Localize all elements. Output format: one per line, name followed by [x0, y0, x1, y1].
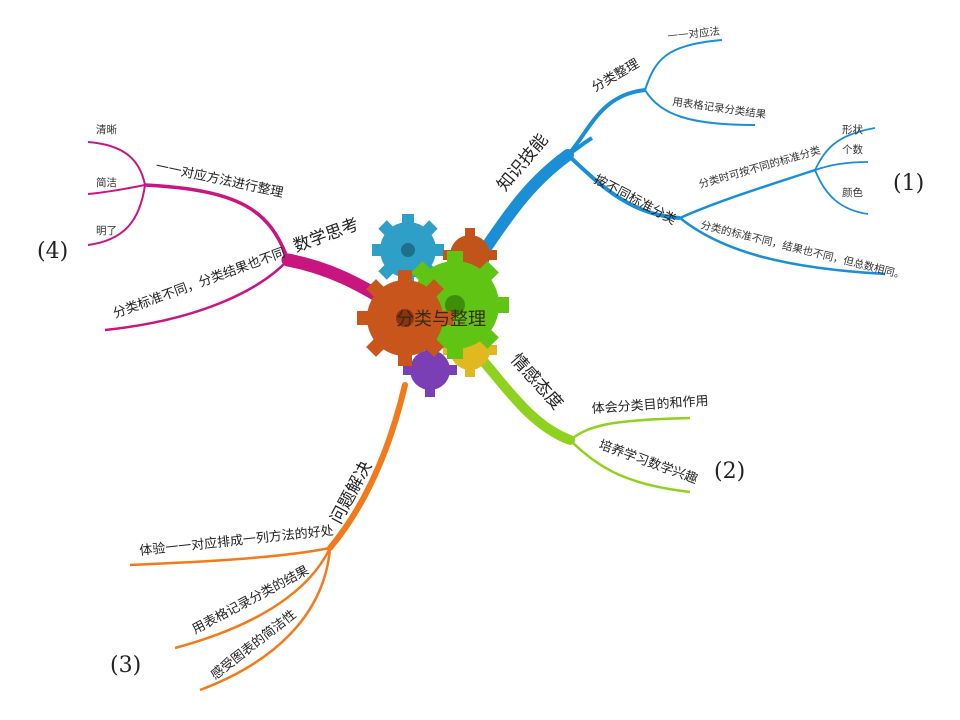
thinking-leaf-concise: 简洁: [96, 176, 117, 189]
knowledge-sort-leaf-1: 一一对应法: [667, 25, 721, 43]
problem-leaf-2-line: [174, 547, 332, 650]
thinking-leaf-clear: 清晰: [96, 123, 117, 136]
knowledge-sort-connector: [566, 88, 646, 157]
gear-orange: [357, 270, 453, 366]
knowledge-sort-label: 分类整理: [590, 56, 643, 95]
problem-leaf-3-line: [199, 547, 332, 692]
branch-attitude: 情感态度 体会分类目的和作用 培养学习数学兴趣 (2): [473, 350, 745, 494]
knowledge-note-label: 分类的标准不同，结果也不同，但总数相同。: [699, 218, 906, 281]
knowledge-standard-label: 按不同标准分类: [591, 172, 678, 228]
knowledge-shape-line: [814, 127, 876, 171]
thinking-leaf-plain-line: [87, 184, 146, 246]
branch-knowledge-label: 知识技能: [494, 130, 553, 195]
branch-problem-trunk: [327, 382, 408, 551]
problem-leaf-2: 用表格记录分类的结果: [189, 562, 311, 637]
knowledge-sort-leaf-1-line: [644, 39, 723, 91]
center-gears: 分类与整理: [357, 214, 509, 397]
knowledge-color-label: 颜色: [842, 186, 863, 199]
marker-4: (4): [37, 239, 68, 264]
branch-knowledge: 知识技能 分类整理 一一对应法 用表格记录分类结果 按不同标准分类 分类时可按不…: [464, 25, 924, 282]
knowledge-count-label: 个数: [842, 143, 863, 156]
knowledge-color-line: [814, 169, 869, 215]
knowledge-count-line: [814, 161, 869, 171]
attitude-leaf-2-line: [569, 439, 691, 494]
knowledge-sort-leaf-2-line: [644, 89, 756, 126]
attitude-leaf-2: 培养学习数学兴趣: [597, 437, 700, 488]
branch-attitude-trunk: [473, 350, 575, 445]
knowledge-standard-connector: [566, 153, 681, 220]
knowledge-standard-sub-label: 分类时可按不同的标准分类: [697, 144, 822, 191]
attitude-leaf-1: 体会分类目的和作用: [591, 393, 709, 417]
branch-thinking: 数学思考 一一对应方法进行整理 清晰 简洁 明了 分类标准不同，分类结果也不同 …: [37, 123, 392, 332]
center-title: 分类与整理: [396, 309, 486, 330]
thinking-leaf-concise-line: [87, 184, 146, 195]
marker-2: (2): [714, 459, 745, 484]
attitude-leaf-1-line: [569, 416, 691, 442]
marker-1: (1): [893, 171, 924, 196]
thinking-leaf-plain: 明了: [96, 225, 117, 237]
thinking-result-line: [104, 259, 289, 332]
knowledge-shape-label: 形状: [842, 123, 863, 136]
knowledge-standard-sub-line: [679, 168, 816, 220]
thinking-leaf-clear-line: [87, 141, 146, 186]
branch-thinking-label: 数学思考: [291, 215, 362, 257]
problem-leaf-1: 体验一一对应排成一列方法的好处: [139, 523, 335, 559]
branch-thinking-trunk: [281, 253, 392, 307]
problem-leaf-1-line: [129, 546, 331, 567]
knowledge-note-line: [679, 217, 886, 276]
thinking-method-line: [144, 183, 290, 261]
marker-3: (3): [110, 653, 141, 678]
branch-problem: 问题解决 体验一一对应排成一列方法的好处 用表格记录分类的结果 感受图表的简洁性…: [110, 382, 408, 692]
